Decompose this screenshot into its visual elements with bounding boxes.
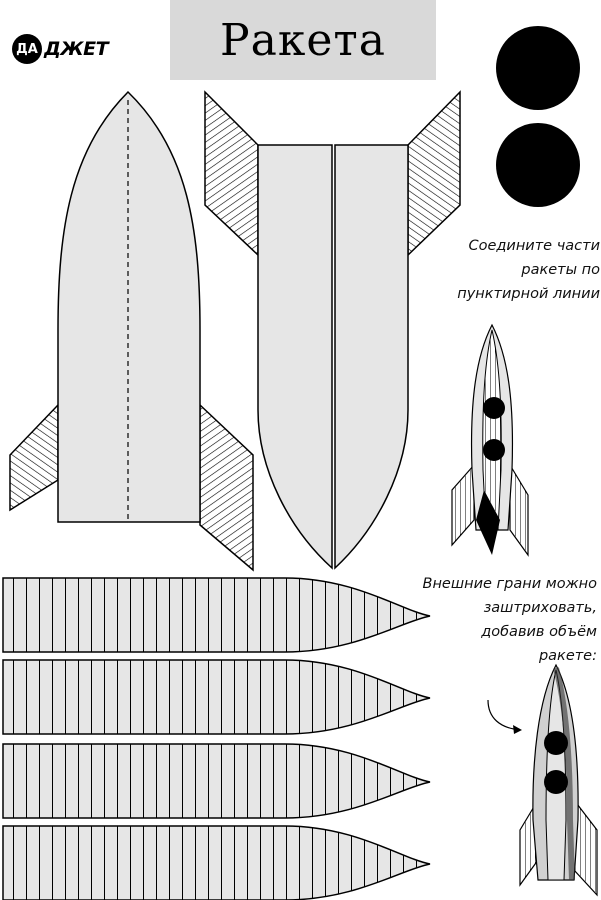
right-fin — [199, 403, 254, 572]
title-banner: Ракета — [170, 0, 436, 80]
page-title: Ракета — [220, 14, 386, 66]
arrow-icon — [487, 699, 521, 731]
rocket-icon — [451, 323, 529, 557]
instruction-line: Соедините части — [468, 238, 600, 254]
arrow-head — [513, 725, 522, 734]
side-strip-1 — [2, 577, 431, 653]
side-strip-4 — [2, 825, 431, 900]
brand-logo: ДА ДЖЕТ — [12, 34, 109, 64]
instruction-line: Внешние грани можно — [422, 576, 598, 592]
logo-circle: ДА — [12, 34, 42, 64]
instruction-line: ракеты по — [521, 262, 600, 278]
rocket-body-part — [9, 90, 254, 572]
upper-right-fin — [407, 90, 461, 257]
instruction-line: заштриховать, — [483, 600, 597, 616]
window-circle-2 — [496, 123, 580, 207]
instruction-line: добавив объём — [481, 624, 597, 640]
left-half-panel — [257, 144, 333, 570]
rocket-shaded-icon — [519, 663, 598, 897]
body-panel — [57, 90, 201, 523]
logo-text: ДЖЕТ — [44, 38, 109, 60]
upper-left-fin — [204, 90, 259, 257]
shading-instruction: Внешние грани можно заштриховать, добави… — [385, 572, 598, 668]
side-strip-2 — [2, 659, 431, 735]
instruction-line: пунктирной линии — [457, 286, 600, 302]
right-half-panel — [334, 144, 409, 570]
join-instruction: Соедините части ракеты по пунктирной лин… — [410, 234, 600, 306]
side-strip-3 — [2, 743, 431, 819]
rocket-front-part — [204, 90, 461, 570]
left-fin — [9, 403, 59, 512]
window-circle-1 — [496, 26, 580, 110]
instruction-line: ракете: — [538, 648, 597, 664]
